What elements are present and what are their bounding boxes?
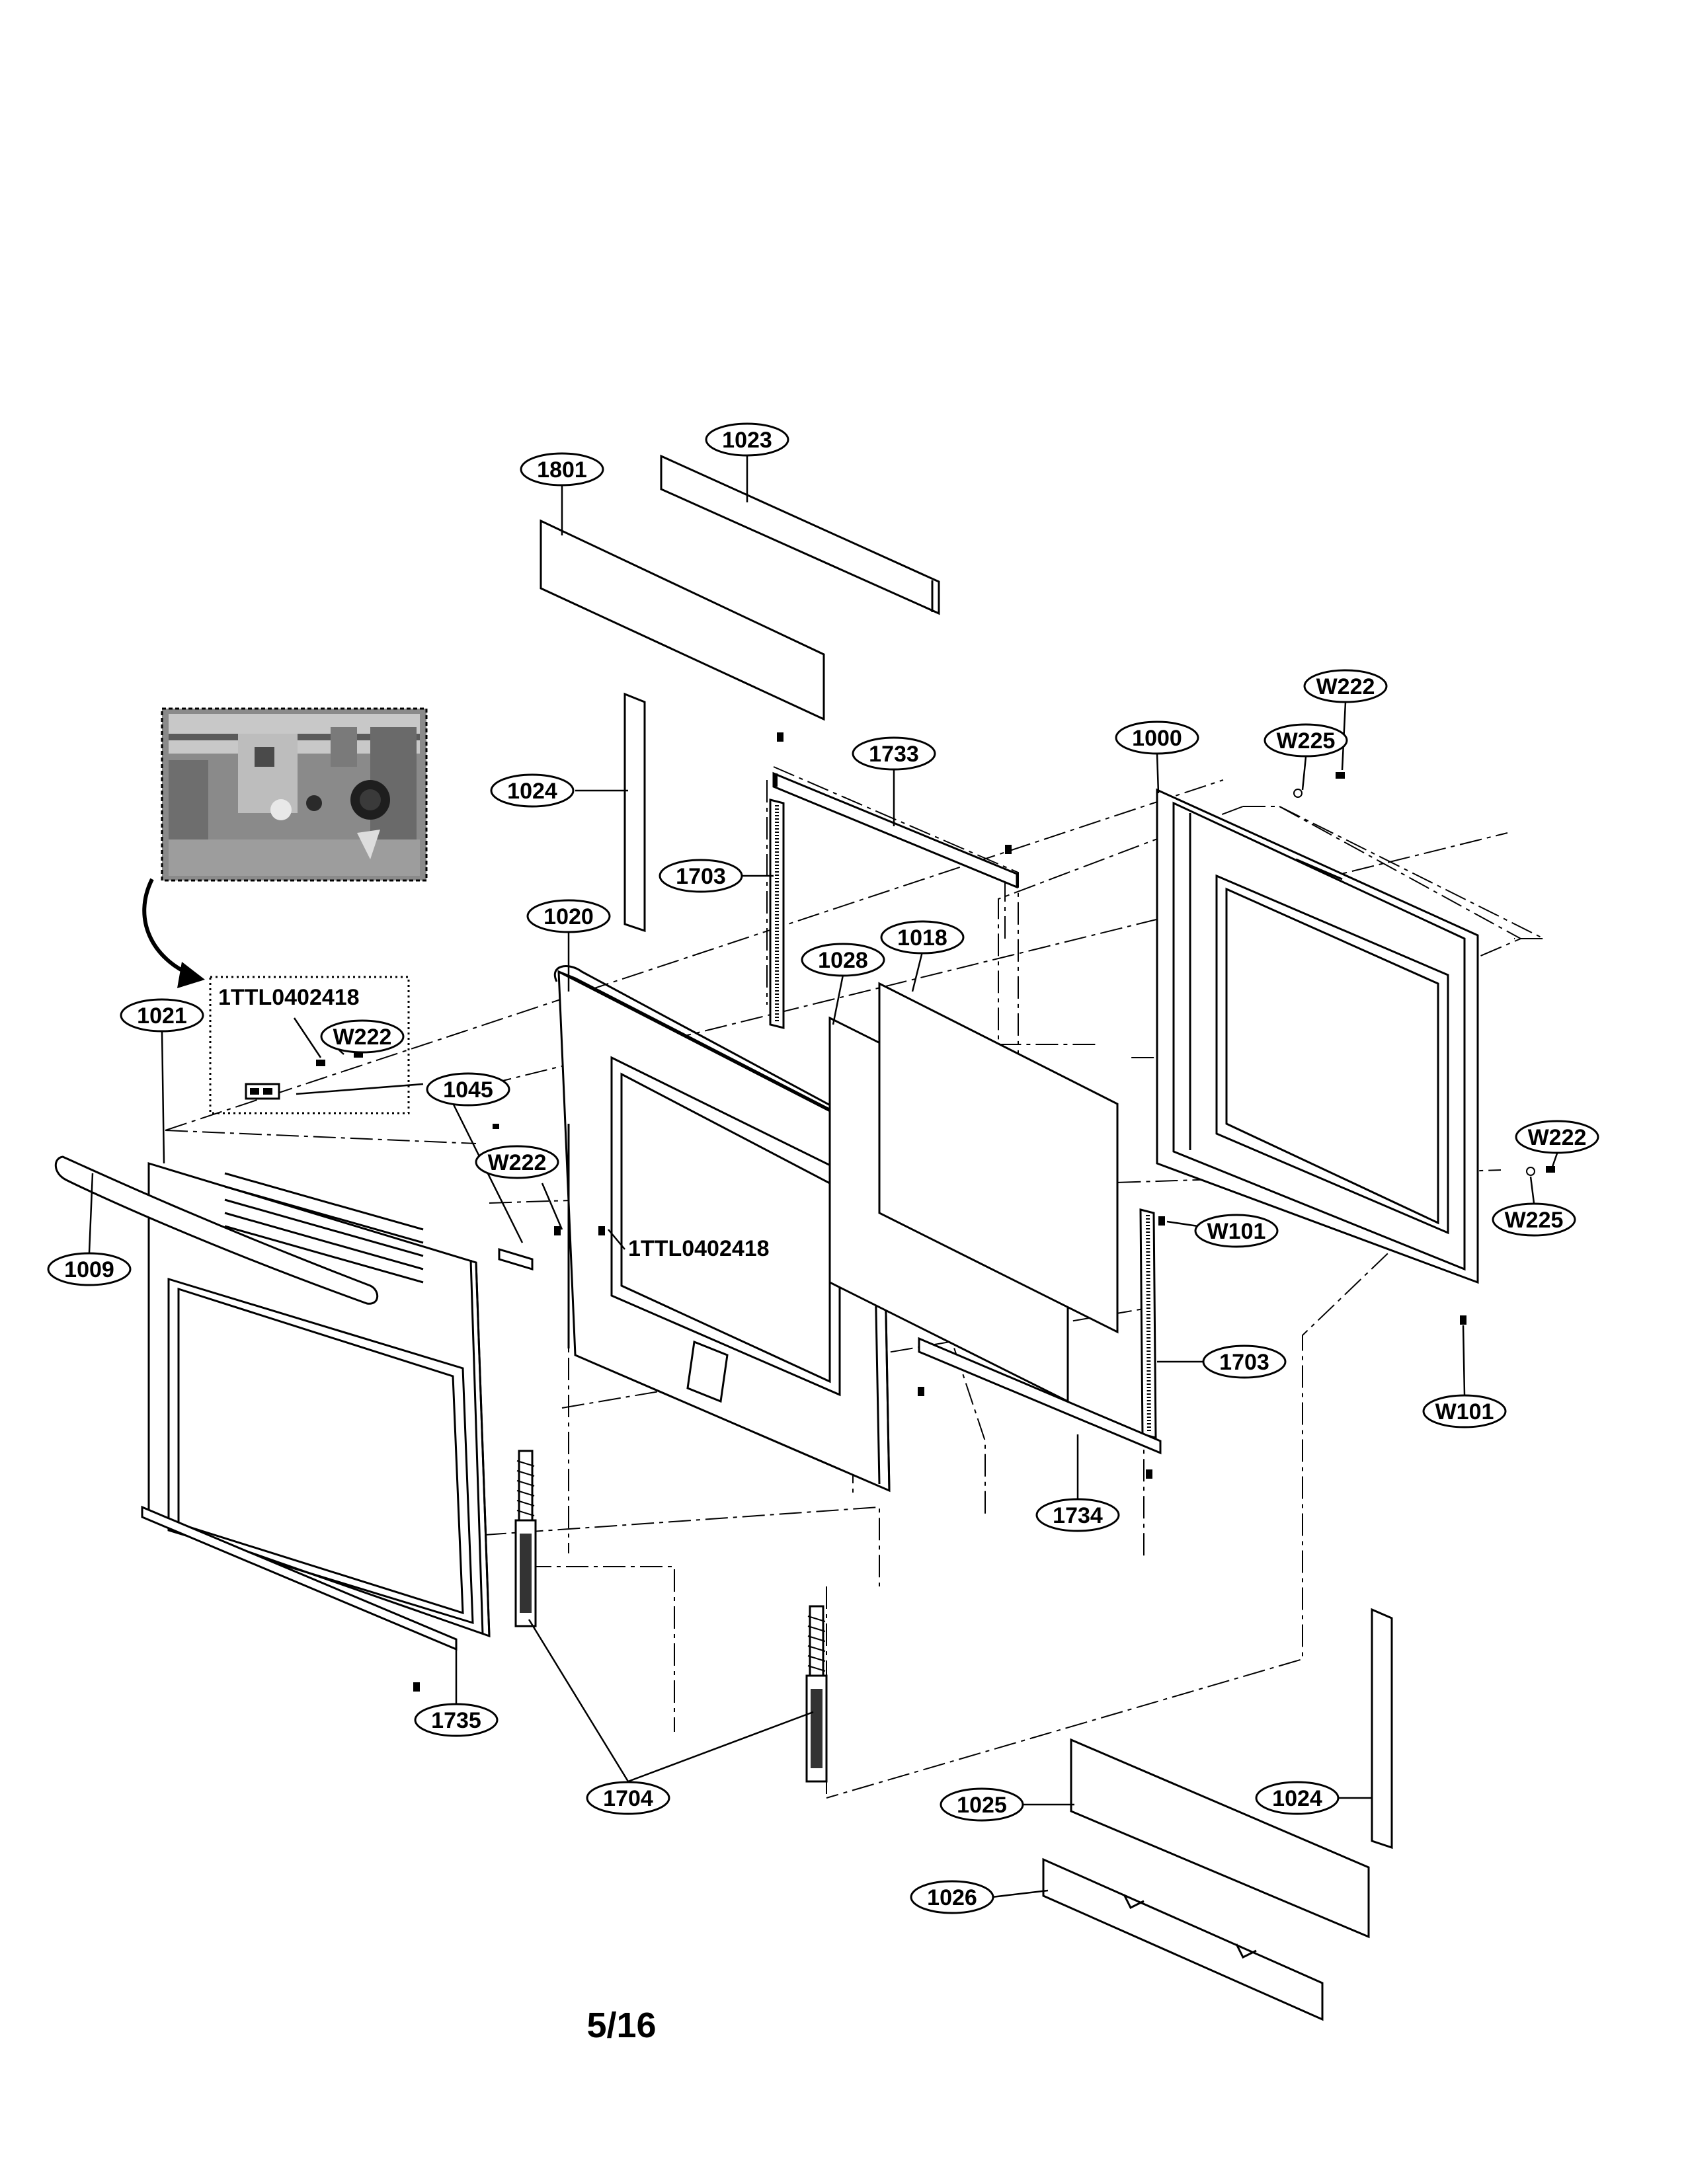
svg-text:1045: 1045	[443, 1077, 493, 1103]
svg-text:1000: 1000	[1132, 726, 1182, 751]
part-1703-right-gasket	[1139, 1208, 1157, 1439]
callout-1801: 1801	[520, 452, 604, 487]
svg-text:W222: W222	[333, 1025, 392, 1050]
callout-W222-detail: W222	[320, 1019, 405, 1054]
svg-text:W225: W225	[1277, 728, 1336, 754]
svg-text:1028: 1028	[818, 948, 868, 973]
callout-1018: 1018	[880, 920, 965, 955]
callout-1704: 1704	[586, 1781, 670, 1815]
callout-1020: 1020	[526, 899, 611, 933]
inset-photo	[161, 707, 428, 882]
callout-1024-lower: 1024	[1255, 1781, 1340, 1815]
part-1734-bottom-rail	[918, 1337, 1162, 1479]
svg-text:1734: 1734	[1053, 1503, 1103, 1528]
callout-1021: 1021	[120, 998, 204, 1033]
part-1704-hinge-right	[805, 1605, 828, 1783]
part-1018-glass	[878, 982, 1119, 1334]
part-1021-outer-door	[147, 1161, 491, 1638]
callout-1703-right: 1703	[1202, 1345, 1287, 1379]
svg-text:W222: W222	[1316, 674, 1375, 699]
svg-text:1020: 1020	[543, 904, 594, 929]
svg-text:W225: W225	[1505, 1208, 1564, 1233]
svg-text:1735: 1735	[431, 1708, 481, 1733]
svg-text:1024: 1024	[507, 779, 557, 804]
svg-text:W101: W101	[1435, 1399, 1494, 1424]
part-1733-top-rail	[772, 732, 1018, 889]
part-1703-left-gasket	[769, 799, 785, 1029]
callout-W225-top: W225	[1264, 723, 1348, 758]
part-1024-lower-strip	[1371, 1608, 1393, 1850]
svg-text:1703: 1703	[1219, 1350, 1269, 1375]
callout-W101-lower: W101	[1422, 1394, 1507, 1428]
svg-text:1023: 1023	[722, 428, 772, 453]
callout-1026: 1026	[910, 1880, 994, 1914]
svg-text:1025: 1025	[957, 1793, 1007, 1818]
svg-text:W222: W222	[1528, 1125, 1587, 1150]
callout-W225-right: W225	[1492, 1202, 1576, 1237]
part-1023-strip	[660, 454, 940, 615]
vent-slots	[224, 1172, 424, 1284]
part-1000-inner-frame	[1156, 788, 1479, 1284]
svg-text:1009: 1009	[64, 1257, 114, 1282]
callout-W222-right: W222	[1515, 1120, 1599, 1154]
svg-text:1733: 1733	[869, 742, 919, 767]
callout-1023: 1023	[705, 422, 789, 457]
svg-text:1018: 1018	[897, 925, 947, 951]
hinge-screw-part-number: 1TTL0402418	[628, 1236, 770, 1261]
svg-text:1704: 1704	[603, 1786, 653, 1811]
detail-box: 1TTL0402418	[209, 976, 410, 1114]
svg-text:W222: W222	[488, 1150, 547, 1175]
svg-text:1021: 1021	[137, 1003, 187, 1029]
callout-1028: 1028	[801, 943, 885, 977]
leader-lines	[88, 456, 1558, 1898]
page-number: 5/16	[586, 2006, 656, 2045]
svg-text:1703: 1703	[676, 864, 726, 889]
callout-1734: 1734	[1035, 1498, 1120, 1532]
detail-bracket-icon	[245, 1083, 280, 1100]
callout-1009: 1009	[47, 1252, 132, 1286]
part-1025-lower-panel	[1070, 1738, 1370, 1939]
callout-1735: 1735	[414, 1703, 499, 1737]
svg-text:W101: W101	[1207, 1219, 1266, 1244]
callout-1733: 1733	[852, 736, 936, 771]
part-1020-middle-frame	[553, 965, 891, 1493]
callout-1024-upper: 1024	[490, 773, 575, 808]
callout-1703-left: 1703	[659, 859, 743, 893]
loose-fasteners	[493, 772, 1555, 1325]
callout-1000: 1000	[1115, 721, 1199, 755]
callout-W101-upper: W101	[1194, 1214, 1279, 1248]
svg-text:1026: 1026	[927, 1885, 977, 1910]
callout-1045: 1045	[426, 1072, 510, 1107]
callout-1025: 1025	[940, 1787, 1024, 1822]
part-1704-hinge-left	[514, 1450, 537, 1627]
inset-arrow	[142, 878, 205, 988]
part-1009-handle	[54, 1155, 379, 1305]
detail-box-part-number: 1TTL0402418	[218, 985, 360, 1010]
part-1801-sheet	[540, 519, 825, 721]
part-1045-bracket	[498, 1226, 605, 1271]
callout-W222-hinge: W222	[475, 1145, 559, 1179]
svg-text:1801: 1801	[537, 457, 587, 483]
part-1026-bottom-channel	[1042, 1857, 1324, 2021]
svg-text:1024: 1024	[1272, 1786, 1322, 1811]
callout-W222-top: W222	[1303, 669, 1388, 703]
part-1024-upper-strip	[623, 692, 646, 933]
